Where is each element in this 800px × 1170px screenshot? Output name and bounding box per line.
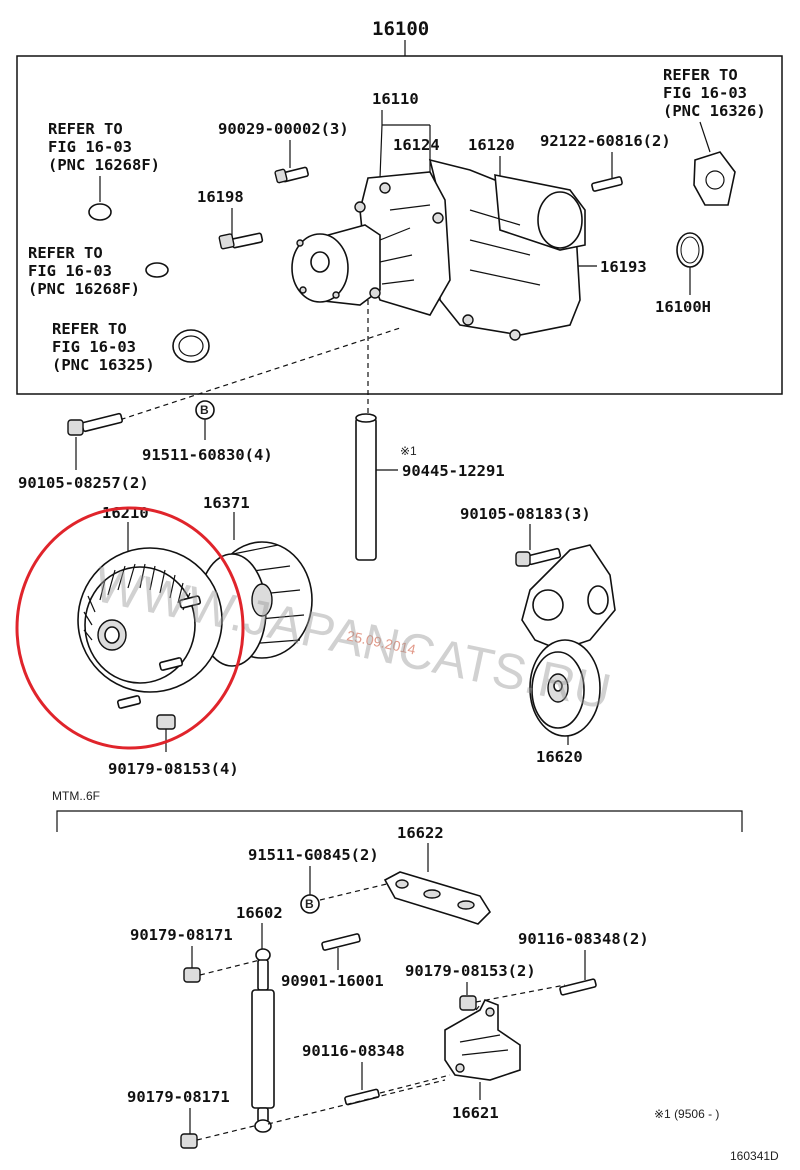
assembly-number: 16100 [372,18,429,40]
svg-text:FIG 16-03: FIG 16-03 [48,138,132,156]
variant-label: MTM..6F [52,789,100,803]
label-91511-g0845: 91511-G0845(2) [248,846,379,864]
label-90029-00002: 90029-00002(3) [218,120,349,138]
pulley-16371-icon [197,541,313,667]
bracket-16622-icon [383,871,492,925]
footnote: ※1 (9506 - ) [654,1107,719,1121]
b-marker-icon [300,894,320,914]
rod-16602-icon [251,948,275,1133]
tensioner-16620-icon [521,544,616,737]
variant-bracket [56,810,743,832]
svg-text:(PNC 16268F): (PNC 16268F) [48,156,160,174]
label-16193: 16193 [600,258,647,276]
nut-90179-08153-icon [156,714,176,730]
stud-90116-08348-b-icon [344,1088,380,1106]
label-16620: 16620 [536,748,583,766]
label-90105-08183: 90105-08183(3) [460,505,591,523]
label-16198: 16198 [197,188,244,206]
fan-coupling-16210-icon [77,547,223,709]
highlight-circle [15,506,245,750]
label-16120: 16120 [468,136,515,154]
svg-text:REFER TO: REFER TO [663,66,738,84]
gasket-plate-icon [693,151,736,206]
label-90116-08348-2: 90116-08348(2) [518,930,649,948]
label-16371: 16371 [203,494,250,512]
bolt-90029-icon [274,166,309,184]
stud-90901-16001-icon [321,933,361,951]
stud-90116-08348-icon [559,978,597,996]
svg-text:(PNC 16326): (PNC 16326) [663,102,766,120]
nut-90179-08153-icon [459,995,477,1011]
nut-90179-08171-b-icon [180,1133,198,1149]
label-91511-60830: 91511-60830(4) [142,446,273,464]
gasket-ring-icon [172,329,210,363]
refer-block-1: REFER TO FIG 16-03 (PNC 16268F) [48,120,160,174]
bolt-90105-08257-icon [67,412,123,436]
label-92122-60816: 92122-60816(2) [540,132,671,150]
svg-text:FIG 16-03: FIG 16-03 [52,338,136,356]
bracket-16621-icon [444,998,521,1081]
label-16622: 16622 [397,824,444,842]
svg-text:※1: ※1 [400,444,417,458]
stud-92122-icon [591,176,623,192]
assembly-frame [16,55,783,395]
svg-text:(PNC 16268F): (PNC 16268F) [28,280,140,298]
refer-block-4: REFER TO FIG 16-03 (PNC 16326) [663,66,766,120]
label-90179-08153-4: 90179-08153(4) [108,760,239,778]
svg-text:FIG 16-03: FIG 16-03 [28,262,112,280]
label-90179-08171-a: 90179-08171 [130,926,233,944]
water-pump-icon [291,158,586,341]
svg-text:REFER TO: REFER TO [52,320,127,338]
svg-text:(PNC 16325): (PNC 16325) [52,356,155,374]
bolt-16198-icon [218,232,264,250]
svg-text:REFER TO: REFER TO [28,244,103,262]
label-90116-08348: 90116-08348 [302,1042,405,1060]
label-90179-08153-2: 90179-08153(2) [405,962,536,980]
svg-text:B: B [200,403,209,417]
nut-90179-08171-icon [183,967,201,983]
label-16100h: 16100H [655,298,711,316]
label-16110: 16110 [372,90,419,108]
label-16124: 16124 [393,136,440,154]
label-90105-08257: 90105-08257(2) [18,474,149,492]
label-90179-08171-b: 90179-08171 [127,1088,230,1106]
label-90445-12291: 90445-12291 [402,462,505,480]
label-16602: 16602 [236,904,283,922]
refer-block-2: REFER TO FIG 16-03 (PNC 16268F) [28,244,140,298]
oring-small-icon [145,262,169,278]
drawing-id: 160341D [730,1149,779,1163]
oring-small-icon [88,203,112,221]
svg-text:FIG 16-03: FIG 16-03 [663,84,747,102]
refer-block-3: REFER TO FIG 16-03 (PNC 16325) [52,320,155,374]
bypass-pipe-icon [355,417,377,561]
bolt-90105-08183-icon [515,547,562,567]
svg-text:B: B [305,897,314,911]
svg-text:REFER TO: REFER TO [48,120,123,138]
label-90901-16001: 90901-16001 [281,972,384,990]
label-16621: 16621 [452,1104,499,1122]
